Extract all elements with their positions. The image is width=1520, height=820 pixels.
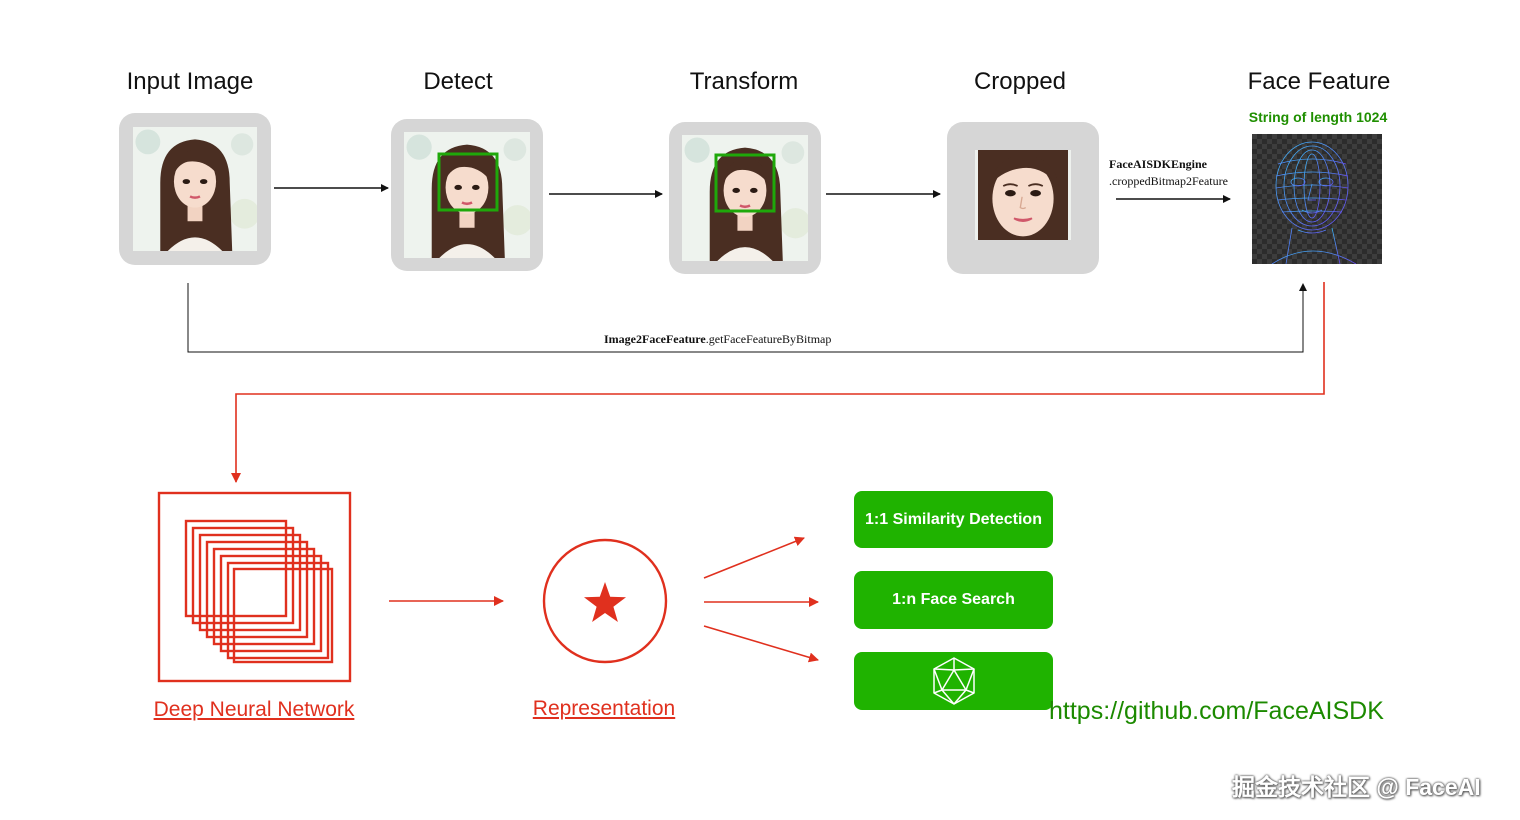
direct-class-label: Image2FaceFeature (604, 332, 706, 346)
arrow-to-similarity (703, 536, 805, 579)
step-label-input: Input Image (126, 68, 254, 95)
step-label-feature: Face Feature (1247, 68, 1391, 95)
face-feature-mesh-image (1252, 134, 1382, 264)
network-label: Deep Neural Network (153, 698, 355, 721)
direct-method-label: .getFaceFeatureByBitmap (705, 332, 832, 346)
detection-box (437, 152, 499, 212)
detect-image-frame (391, 119, 543, 271)
transform-face-image (682, 135, 808, 261)
face-search-button[interactable]: 1:n Face Search (854, 571, 1053, 629)
cropped-image-frame (947, 122, 1099, 274)
star-icon (584, 582, 626, 622)
more-features-button[interactable] (854, 652, 1053, 710)
engine-class-label: FaceAISDKEngine (1109, 157, 1208, 171)
alignment-box (714, 153, 776, 213)
input-image-frame (119, 113, 271, 265)
step-label-cropped: Cropped (973, 68, 1067, 95)
neural-network-icon (157, 491, 352, 683)
input-face-image (133, 127, 257, 251)
similarity-detection-button[interactable]: 1:1 Similarity Detection (854, 491, 1053, 548)
detect-face-image (404, 132, 530, 258)
engine-method-label: .croppedBitmap2Feature (1109, 174, 1228, 188)
feature-length-note: String of length 1024 (1248, 109, 1388, 125)
arrow-input-to-feature-direct (187, 283, 1307, 353)
step-label-detect: Detect (423, 68, 493, 95)
repo-link[interactable]: https://github.com/FaceAISDK (1049, 697, 1384, 725)
arrow-feature-to-network (231, 282, 1325, 483)
step-label-transform: Transform (689, 68, 799, 95)
representation-circle (542, 538, 668, 664)
transform-image-frame (669, 122, 821, 274)
representation-label: Representation (532, 697, 676, 720)
watermark: 掘金技术社区 @ FaceAI (1232, 774, 1481, 800)
cropped-face-image (975, 150, 1071, 240)
arrow-to-more (703, 625, 819, 663)
icosahedron-icon (932, 657, 975, 705)
direct-call-label: Image2FaceFeature.getFaceFeatureByBitmap (604, 332, 831, 347)
